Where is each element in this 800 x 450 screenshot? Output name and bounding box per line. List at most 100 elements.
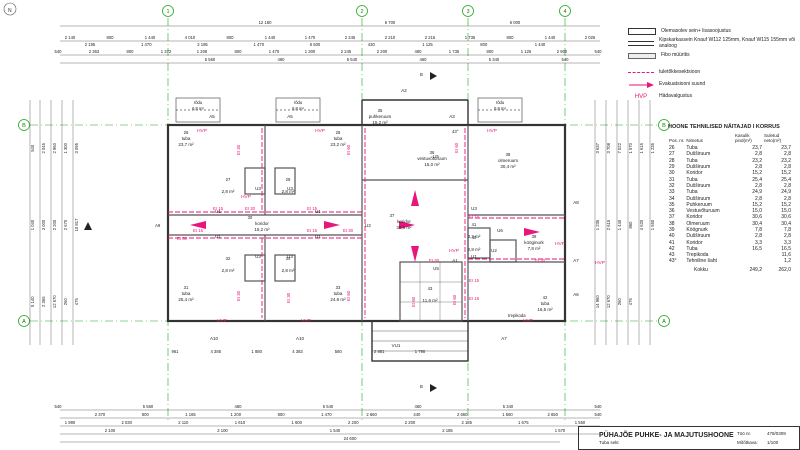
dimension-value: 1 300 xyxy=(305,49,316,54)
table-cell: 23,2 xyxy=(752,157,762,164)
dimension-value: 2 245 xyxy=(341,49,352,54)
col-usable: Kasulik pind(m²) xyxy=(735,133,752,143)
room-area: 16,5 m² xyxy=(537,307,553,312)
col-pos: Pos. nr. xyxy=(669,138,685,143)
dimension-value: 2 365 xyxy=(41,296,46,307)
legend-item-fire: tuletõkkesektsioon xyxy=(628,67,798,78)
legend-text: Fibo müüritis xyxy=(661,51,690,58)
table-cell: 15,2 xyxy=(781,201,791,208)
room-name: koridor xyxy=(397,219,411,224)
table-cell: 36 xyxy=(669,208,675,215)
dimension-value: 1 372 xyxy=(161,49,172,54)
fire-rating-label: EI 30 xyxy=(429,258,440,263)
dimension-value: 800 xyxy=(227,35,235,40)
balcony-area: 6,8 m² xyxy=(494,106,506,111)
legend-item-evac: Evakuatsiooni suund xyxy=(628,79,798,90)
table-cell: 42 xyxy=(669,245,675,252)
table-cell: 2,8 xyxy=(784,164,791,171)
room-number: 42 xyxy=(543,295,548,300)
room-area: 7,8 m² xyxy=(528,246,541,251)
room-number: 39 xyxy=(532,234,537,239)
grid-bubble-labels: 1 2 3 4 B A B A xyxy=(22,9,666,325)
dimension-value: 5 140 xyxy=(30,296,35,307)
dimension-value: 1 610 xyxy=(235,420,246,425)
grid-label-b-right: B xyxy=(662,123,666,129)
col-net: Suletud neto(m²) xyxy=(763,133,781,143)
hvp-marker: HVP xyxy=(217,318,227,324)
dimension-value: 961 xyxy=(172,349,180,354)
table-cell: Vestuvõturuum xyxy=(686,208,720,215)
room-area: 15,2 m² xyxy=(254,227,270,232)
dimension-value: 2 960 xyxy=(52,142,57,153)
col-name: Nimetus xyxy=(686,138,703,143)
legend-item-wall: Olemasolev sein+ lisasoojustus xyxy=(628,26,798,37)
dimension-value: 2 615 xyxy=(606,219,611,230)
table-cell: 24,9 xyxy=(752,189,762,196)
table-cell: Tuba xyxy=(686,157,698,164)
dimension-value: 1 735 xyxy=(465,35,476,40)
dimension-value: 12 180 xyxy=(259,20,272,25)
dimension-value: 2 025 xyxy=(585,35,596,40)
fire-rating-label: EI 15 xyxy=(307,228,318,233)
hvp-marker: HVP xyxy=(301,318,311,324)
legend-text: Evakuatsiooni suund xyxy=(659,80,706,87)
table-cell: 28 xyxy=(669,157,675,164)
fire-rating-label: EI 30 xyxy=(245,206,256,211)
door-tag: U1 xyxy=(315,234,321,239)
room-area: 2,8 m² xyxy=(222,268,235,273)
door-tag: U1 xyxy=(471,254,477,259)
room-name: tuba xyxy=(334,136,343,141)
table-cell: 27 xyxy=(669,151,675,158)
table-cell: 39 xyxy=(669,227,675,233)
legend-text: tuletõkkesektsioon xyxy=(659,68,701,75)
dimension-value: 580 xyxy=(335,349,343,354)
room-area: 2,8 m² xyxy=(282,189,295,194)
table-cell: 37 xyxy=(669,214,675,221)
table-cell: 23,7 xyxy=(752,145,762,152)
room-name: puhkeruum xyxy=(369,114,392,119)
door-tag: U3 xyxy=(287,186,293,191)
dimension-lines xyxy=(29,25,651,443)
table-cell: Dušširuum xyxy=(686,195,711,202)
table-cell: 2,8 xyxy=(784,195,791,202)
section-mark-icon xyxy=(84,72,437,392)
dimension-value: 460 xyxy=(235,404,243,409)
door-tag: U3 xyxy=(255,254,261,259)
dimension-value: 2 140 xyxy=(65,35,76,40)
dimension-value: 1 570 xyxy=(555,428,566,433)
table-cell: 2,8 xyxy=(755,151,762,158)
project-title: PÜHAJÕE PUHKE- JA MAJUTUSHOONE xyxy=(599,432,734,439)
hvp-marker: HVP xyxy=(449,248,459,254)
room-number: 26 xyxy=(184,130,189,135)
room-name: koridor xyxy=(255,221,269,226)
window-tag: A10 xyxy=(296,336,305,341)
title-block: PÜHAJÕE PUHKE- JA MAJUTUSHOONE Tuba sekt… xyxy=(578,426,800,450)
table-cell: 35 xyxy=(669,201,675,208)
dimension-value: 2 881 xyxy=(374,349,385,354)
dimension-value: 260 xyxy=(617,298,622,306)
fibo-wall-symbol-icon xyxy=(628,52,656,59)
fire-rating-label: EI 15 xyxy=(307,206,318,211)
table-cell: Köögnurk xyxy=(686,227,708,233)
table-cell: 16,5 xyxy=(781,245,791,252)
dimension-value: 5 560 xyxy=(205,57,216,62)
fire-rating-label: EI 60 xyxy=(454,142,459,153)
dimension-value: 1 675 xyxy=(518,420,529,425)
table-cell: 30,6 xyxy=(752,214,762,221)
room-number: 40 xyxy=(472,235,477,240)
dimension-value: 430 xyxy=(368,42,376,47)
legend-text: Hädavalgustus xyxy=(659,92,693,99)
table-cell: 30,4 xyxy=(781,220,791,227)
table-cell: 38 xyxy=(669,220,675,227)
room-number: 36 xyxy=(430,150,435,155)
grid-label-a-left: A xyxy=(22,319,26,325)
